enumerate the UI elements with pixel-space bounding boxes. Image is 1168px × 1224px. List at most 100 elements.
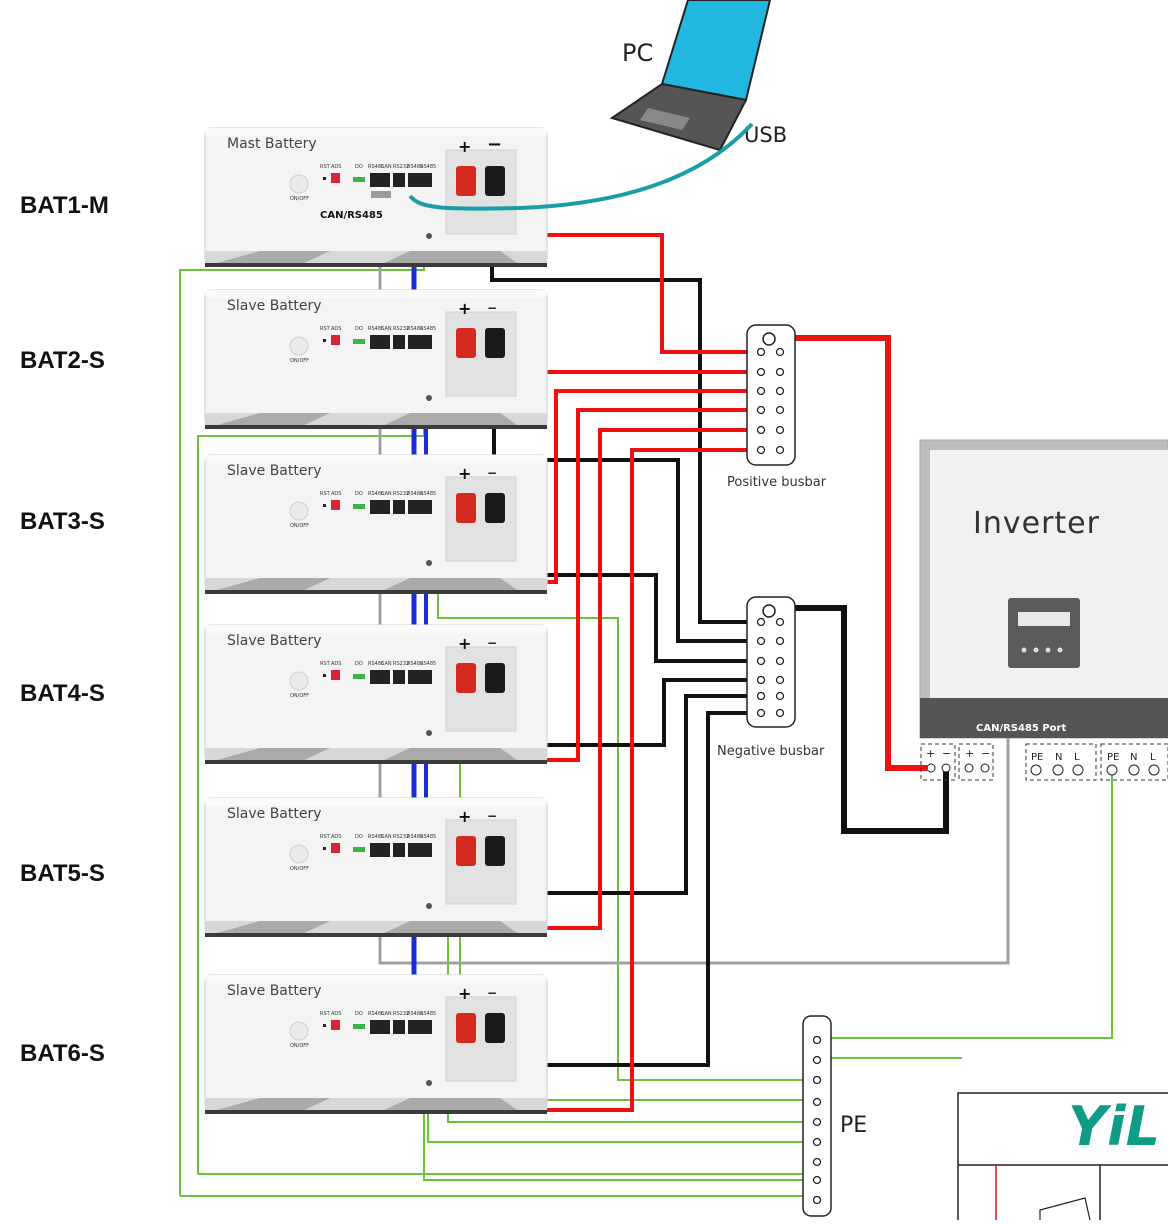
ads-switch: [331, 843, 340, 853]
do-terminal: [353, 177, 365, 182]
rs232-port: [393, 173, 405, 187]
inverter-title: Inverter: [973, 506, 1100, 541]
can-rs485-port: [408, 1020, 432, 1034]
busbar-hole: [756, 636, 766, 646]
minus-label: −: [487, 636, 497, 650]
rst-label: RST: [320, 1011, 331, 1017]
port-label: CAN: [381, 834, 392, 840]
on-off-label: ON/OFF: [290, 693, 309, 699]
rst-label: RST: [320, 164, 331, 170]
dc-terminal: [964, 763, 974, 773]
do-label: DO: [355, 661, 363, 667]
rs485-port: [370, 843, 390, 857]
port-label: RS485: [420, 661, 436, 667]
dc-terminal-block: [920, 743, 956, 781]
positive-terminal: [456, 663, 476, 693]
busbar-hole: [756, 386, 766, 396]
laptop-touchpad: [640, 108, 690, 130]
ads-switch: [331, 500, 340, 510]
brand-frame: [957, 1092, 1168, 1224]
rs485-port: [370, 500, 390, 514]
positive-terminal: [456, 493, 476, 523]
ac-terminal: [1148, 764, 1160, 776]
ac-terminal-label: PE: [1031, 752, 1043, 763]
master-can-label: CAN/RS485: [320, 210, 383, 221]
battery-foot: [380, 578, 520, 592]
pe-hole: [812, 1175, 822, 1185]
rst-button: [323, 504, 326, 507]
port-label: RS485: [368, 164, 384, 170]
port-label: RS485: [368, 661, 384, 667]
pe-hole: [812, 1055, 822, 1065]
ads-switch: [331, 1020, 340, 1030]
busbar-hole: [775, 656, 785, 666]
rst-button: [323, 847, 326, 850]
battery-bottom-line: [205, 425, 547, 429]
busbar-hole: [756, 405, 766, 415]
plus-label: +: [458, 984, 471, 1003]
pe-hole: [812, 1075, 822, 1085]
busbar-hole: [775, 347, 785, 357]
plus-label: +: [458, 137, 471, 156]
ac-terminal-label: N: [1130, 752, 1137, 763]
ground-screw: [426, 1080, 432, 1086]
battery-foot: [380, 413, 520, 427]
busbar-hole: [775, 367, 785, 377]
plus-label: +: [458, 299, 471, 318]
on-off-label: ON/OFF: [290, 866, 309, 872]
on-off-label: ON/OFF: [290, 1043, 309, 1049]
battery-foot: [210, 921, 330, 935]
port-label: RS232: [393, 164, 409, 170]
pe-hole: [812, 1137, 822, 1147]
busbar-hole: [775, 445, 785, 455]
busbar-main-stud: [762, 604, 776, 618]
battery-foot: [210, 578, 330, 592]
battery-title: Mast Battery: [227, 136, 317, 152]
port-label: RS232: [393, 491, 409, 497]
port-label: RS232: [393, 661, 409, 667]
ac-terminal-label: PE: [1107, 752, 1119, 763]
power-button: [289, 336, 309, 356]
busbar-hole: [775, 708, 785, 718]
negative-terminal: [485, 836, 505, 866]
port-label: CAN: [381, 661, 392, 667]
inverter-display: [1008, 598, 1080, 668]
do-terminal: [353, 847, 365, 852]
rs232-port: [393, 1020, 405, 1034]
port-label: RS485: [407, 661, 423, 667]
inverter-screen: [1018, 612, 1070, 626]
negative-terminal: [485, 493, 505, 523]
do-label: DO: [355, 834, 363, 840]
port-label: RS232: [393, 834, 409, 840]
positive-terminal: [456, 836, 476, 866]
rst-label: RST: [320, 491, 331, 497]
positive-busbar-label: Positive busbar: [727, 475, 827, 490]
can-rs485-port: [408, 843, 432, 857]
battery-title: Slave Battery: [227, 298, 322, 314]
ground-screw: [426, 560, 432, 566]
minus-label: −: [487, 466, 497, 480]
dc-terminal-label: −: [981, 747, 990, 760]
pc-label: PC: [622, 39, 653, 67]
positive-main-wire: [769, 335, 927, 771]
ground-wire: [437, 566, 810, 1081]
rs232-port: [393, 843, 405, 857]
negative-terminal: [485, 166, 505, 196]
brand-box: YiL: [957, 1092, 1168, 1224]
ac-terminal-label: L: [1074, 752, 1080, 763]
rs232-port: [393, 500, 405, 514]
battery-title: Slave Battery: [227, 633, 322, 649]
rs232-port: [393, 670, 405, 684]
battery-top-edge: [205, 975, 547, 983]
battery-foot: [380, 251, 520, 265]
busbar-hole: [756, 425, 766, 435]
busbar-hole: [756, 347, 766, 357]
pe-bar-body: [802, 1015, 832, 1217]
do-terminal: [353, 339, 365, 344]
pe-bar: PE: [802, 1015, 867, 1217]
battery-top-edge: [205, 290, 547, 298]
